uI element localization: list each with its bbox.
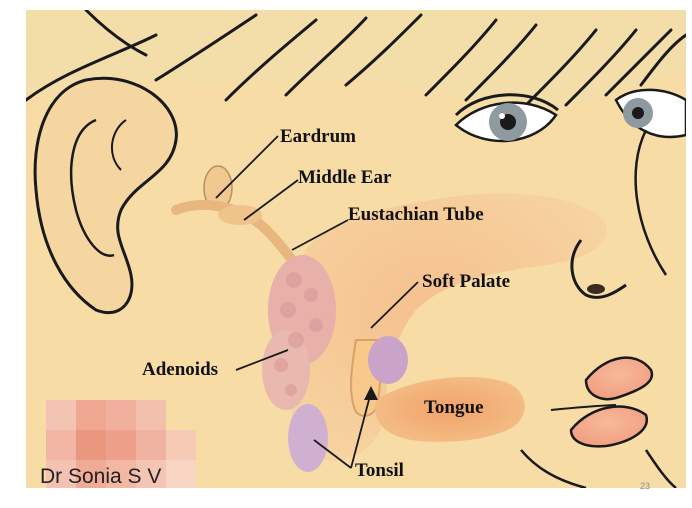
nostril xyxy=(587,284,605,294)
label-middle-ear: Middle Ear xyxy=(298,168,391,187)
ear-nose-throat-illustration xyxy=(26,10,686,488)
label-eardrum: Eardrum xyxy=(280,127,356,146)
label-tonsil: Tonsil xyxy=(355,461,404,480)
author-credit: Dr Sonia S V xyxy=(40,466,161,487)
page-number: 23 xyxy=(640,482,650,491)
label-tongue: Tongue xyxy=(424,398,484,417)
label-adenoids: Adenoids xyxy=(142,360,218,379)
label-eustachian-tube: Eustachian Tube xyxy=(348,205,484,224)
label-soft-palate: Soft Palate xyxy=(422,272,510,291)
